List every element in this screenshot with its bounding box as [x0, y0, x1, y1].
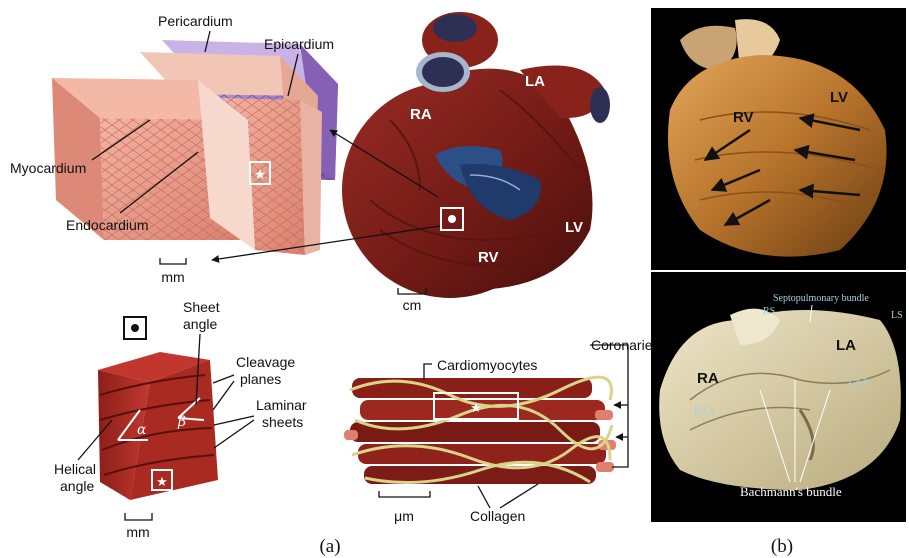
label-sheet-angle-line1: Sheet: [183, 299, 220, 315]
scale-bar-mm-2: [125, 513, 152, 520]
scale-label-mm-2: mm: [126, 524, 149, 540]
scale-label-mm-1: mm: [161, 269, 184, 285]
label-alpha: α: [137, 422, 147, 438]
label-la: LA: [525, 73, 545, 90]
label-photo-lv: LV: [830, 89, 848, 106]
atria-tissue: [659, 310, 901, 490]
label-photo-ra: RA: [697, 370, 719, 387]
fiber-bundle-illustration: ★: [344, 377, 616, 484]
label-cardiomyocytes: Cardiomyocytes: [437, 357, 537, 373]
label-rs: RS: [763, 306, 775, 317]
label-helical-line1: Helical: [54, 461, 96, 477]
star-icon-laminar: ★: [156, 475, 168, 490]
star-icon-fiber: ★: [470, 401, 482, 416]
caption-a: (a): [319, 536, 340, 557]
caption-b: (b): [771, 536, 793, 557]
label-septopulmonary: Septopulmonary bundle: [773, 293, 869, 304]
label-raa: RAA: [694, 406, 716, 417]
label-laa: LAA: [848, 377, 869, 388]
label-myocardium: Myocardium: [10, 160, 86, 176]
label-ra: RA: [410, 106, 432, 123]
photo-heart-fibers: [651, 8, 906, 270]
label-sheet-angle-line2: angle: [183, 316, 217, 332]
heart-cross-section-illustration: [342, 12, 610, 298]
label-helical-line2: angle: [60, 478, 94, 494]
label-cleavage-line1: Cleavage: [236, 354, 295, 370]
label-photo-rv: RV: [733, 109, 754, 126]
label-beta: β: [177, 414, 186, 430]
scale-bar-um: [379, 491, 430, 497]
dot-icon: [448, 215, 456, 223]
laminar-block-illustration: ★: [98, 352, 218, 500]
scale-label-cm: cm: [403, 297, 422, 313]
label-photo-la: LA: [836, 337, 856, 354]
label-epicardium: Epicardium: [264, 36, 334, 52]
scale-bar-mm-1: [160, 258, 186, 264]
label-laminar-line1: Laminar: [256, 397, 307, 413]
label-collagen: Collagen: [470, 508, 525, 524]
label-cleavage-line2: planes: [240, 371, 281, 387]
label-pericardium: Pericardium: [158, 13, 233, 29]
label-bachmann: Bachmann's bundle: [740, 484, 842, 499]
label-rv: RV: [478, 249, 499, 266]
dot-icon-laminar: [131, 324, 139, 332]
pulmonary-vein: [590, 87, 610, 123]
label-lv: LV: [565, 219, 583, 236]
label-laminar-line2: sheets: [262, 414, 303, 430]
scale-label-um: μm: [394, 508, 414, 524]
label-ls: LS: [891, 310, 903, 321]
star-icon: ★: [254, 167, 267, 183]
label-endocardium: Endocardium: [66, 217, 149, 233]
